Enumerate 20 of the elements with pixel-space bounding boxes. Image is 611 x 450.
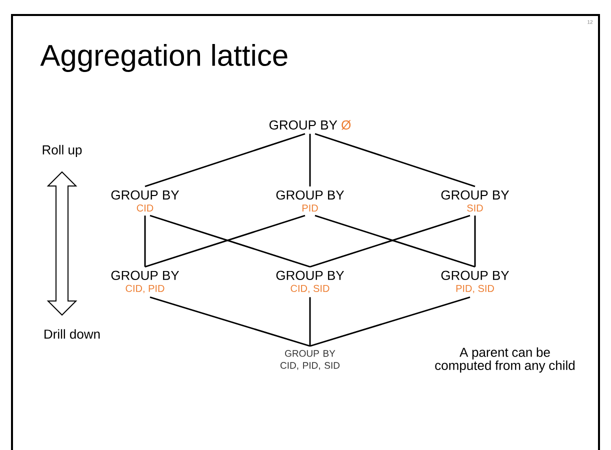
lattice-line (314, 133, 476, 188)
group-by-label: GROUP BY CID, PID, SID (280, 350, 340, 370)
slide-title: Aggregation lattice (40, 44, 288, 72)
group-by-label: GROUP BY PID, SID (441, 270, 510, 294)
lattice-line (309, 297, 311, 346)
group-by-label: GROUP BY CID, PID (111, 270, 180, 294)
group-by-label: GROUP BY CID, SID (276, 270, 344, 294)
axis-label: Roll up (42, 144, 82, 158)
lattice-line (309, 134, 311, 186)
note-text: A parent can be computed from any child (435, 347, 575, 373)
lattice-line (144, 133, 306, 188)
group-by-label: GROUP BY PID (276, 190, 344, 212)
lattice-line (474, 216, 476, 267)
group-by-label: GROUP BY CID (111, 190, 180, 212)
group-by-label: GROUP BY Ø (270, 120, 351, 130)
group-by-label: GROUP BY SID (441, 190, 510, 212)
axis-label: Drill down (44, 329, 100, 339)
lattice-line (150, 296, 310, 347)
lattice-line (144, 216, 146, 267)
lattice-line (310, 296, 470, 347)
